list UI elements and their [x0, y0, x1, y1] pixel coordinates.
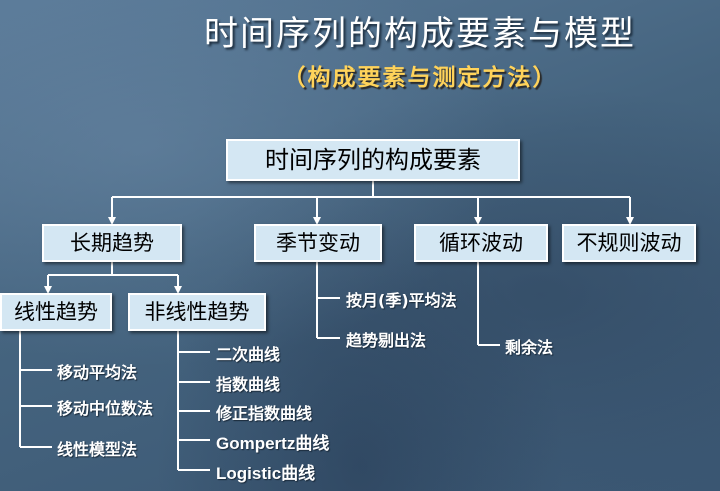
method-moving-median: 移动中位数法 — [57, 399, 154, 418]
method-linear-model: 线性模型法 — [57, 440, 138, 459]
node-long-term-trend: 长期趋势 — [42, 224, 182, 262]
curve-quadratic: 二次曲线 — [216, 345, 281, 364]
curve-logistic: Logistic曲线 — [216, 464, 316, 483]
method-trend-removal: 趋势剔出法 — [346, 331, 427, 350]
method-residual: 剩余法 — [505, 338, 554, 357]
curve-exponential: 指数曲线 — [216, 375, 281, 394]
node-nonlinear-trend: 非线性趋势 — [128, 293, 266, 331]
node-irregular-fluctuation: 不规则波动 — [562, 224, 696, 262]
page-subtitle: （构成要素与测定方法） — [282, 65, 558, 91]
page-title: 时间序列的构成要素与模型 — [204, 14, 636, 54]
node-cyclical-fluctuation: 循环波动 — [414, 224, 548, 262]
node-linear-trend: 线性趋势 — [0, 293, 112, 331]
node-seasonal-variation: 季节变动 — [254, 224, 382, 262]
root-node: 时间序列的构成要素 — [226, 139, 520, 181]
method-moving-average: 移动平均法 — [57, 363, 138, 382]
curve-modified-exponential: 修正指数曲线 — [216, 404, 313, 423]
curve-gompertz: Gompertz曲线 — [216, 434, 330, 453]
method-monthly-quarterly-average: 按月(季)平均法 — [346, 291, 457, 310]
